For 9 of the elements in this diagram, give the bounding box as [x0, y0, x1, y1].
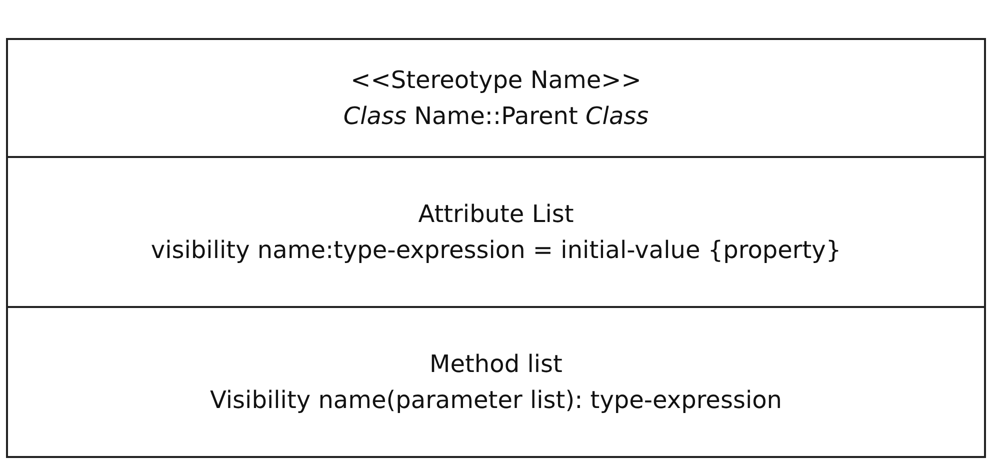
class-compartment	[6, 306, 986, 458]
class-compartment	[6, 156, 986, 308]
attribute-text: visibility name:type-expression = initial-value {property}	[150, 236, 842, 264]
stereotype-text: <<Stereotype Name>>	[350, 66, 642, 94]
method-text: Visibility name(parameter list): type-expression	[210, 386, 782, 414]
class-compartment	[6, 38, 986, 158]
compartment-heading: Method list	[430, 350, 562, 378]
compartment-heading: Attribute List	[418, 200, 574, 228]
class-name-text: Class Name::Parent Class	[343, 102, 649, 130]
